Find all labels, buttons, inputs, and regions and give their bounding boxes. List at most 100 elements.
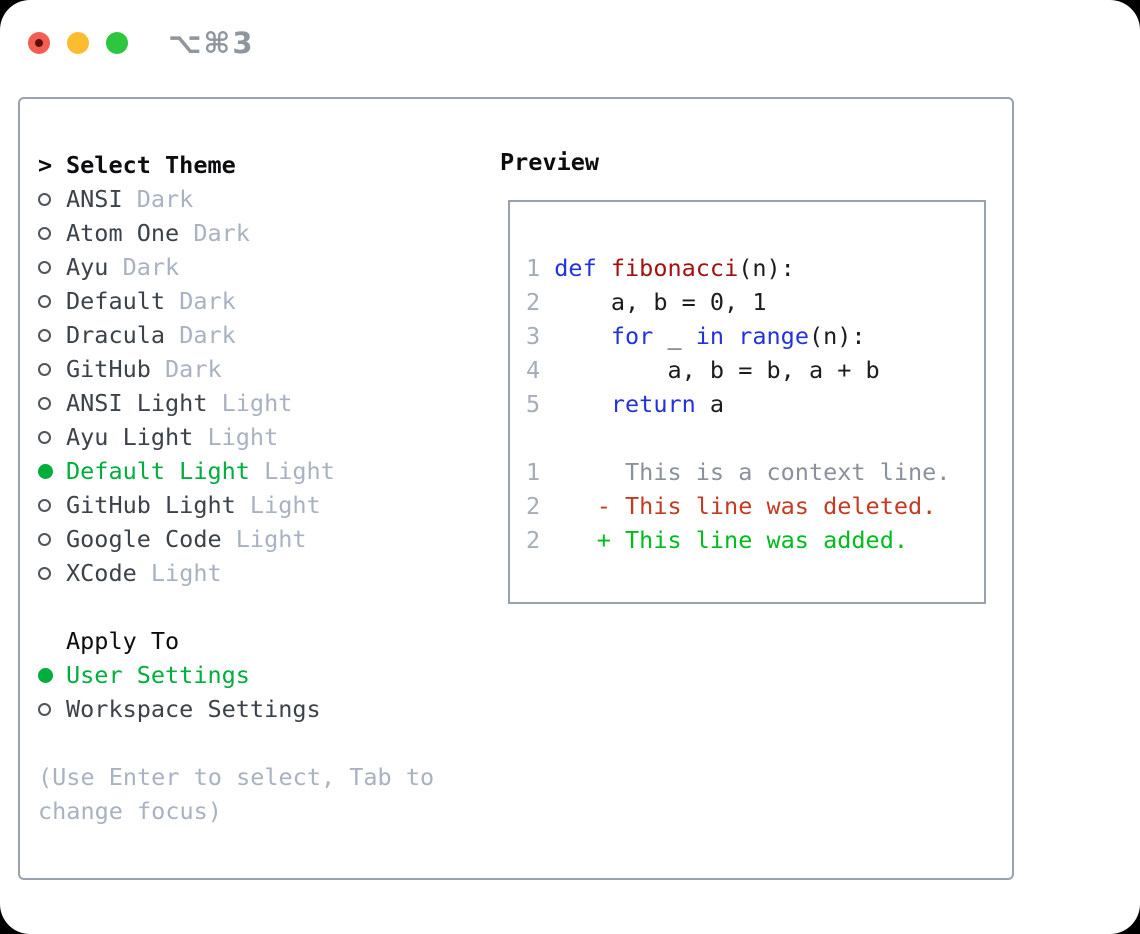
theme-name: Ayu (66, 253, 109, 281)
radio-marker (38, 463, 66, 479)
help-text-line-1: (Use Enter to select, Tab to (38, 763, 435, 791)
theme-variant: Dark (122, 185, 194, 213)
code-segment: for (610, 322, 654, 350)
code-segment: def (554, 254, 597, 282)
radio-icon (38, 294, 51, 308)
theme-picker-panel: > Select Theme ANSI Dark Atom One Dark A… (18, 97, 1014, 880)
radio-icon (38, 702, 51, 716)
close-button[interactable] (28, 32, 50, 54)
line-number (526, 421, 554, 455)
radio-marker (38, 362, 66, 376)
zoom-button[interactable] (106, 32, 128, 54)
apply-option-label: Workspace Settings (66, 695, 321, 723)
select-theme-title: Select Theme (66, 151, 236, 179)
radio-icon (38, 362, 51, 376)
radio-icon (38, 226, 51, 240)
radio-icon (38, 260, 51, 274)
code-segment: a, b = 0, 1 (554, 288, 767, 316)
theme-name: ANSI Light (66, 389, 208, 417)
line-number: 1 (526, 254, 541, 282)
theme-variant: Dark (108, 253, 180, 281)
theme-option[interactable]: XCode Light (38, 556, 434, 590)
line-number: 5 (526, 390, 541, 418)
theme-name: Google Code (66, 525, 222, 553)
radio-icon (38, 396, 51, 410)
theme-options: ANSI Dark Atom One Dark Ayu Dark Default… (38, 182, 434, 590)
radio-marker (38, 260, 66, 274)
select-theme-header: > Select Theme (38, 148, 434, 182)
theme-name: Ayu Light (66, 423, 194, 451)
line-number: 3 (526, 322, 541, 350)
theme-variant: Dark (179, 219, 250, 247)
theme-variant: Light (221, 525, 307, 553)
code-segment (724, 319, 738, 353)
theme-name: ANSI (66, 185, 123, 213)
line-number: 1 (526, 458, 541, 486)
theme-option[interactable]: GitHub Dark (38, 352, 434, 386)
code-segment: _ (653, 322, 696, 350)
code-line: 2 a, b = 0, 1 (526, 285, 984, 319)
code-segment: (n): (738, 254, 795, 282)
radio-icon (38, 667, 53, 683)
theme-name: Dracula (66, 321, 166, 349)
theme-name: Atom One (66, 219, 180, 247)
theme-option[interactable]: Google Code Light (38, 522, 434, 556)
radio-icon (38, 498, 51, 512)
code-segment: fibonacci (610, 254, 739, 282)
theme-option[interactable]: Default Light Light (38, 454, 434, 488)
theme-option[interactable]: ANSI Dark (38, 182, 434, 216)
theme-variant: Dark (150, 355, 222, 383)
code-line: 1 This is a context line. (526, 455, 984, 489)
theme-option[interactable]: Dracula Dark (38, 318, 434, 352)
code-segment: range (738, 322, 809, 350)
minimize-button[interactable] (67, 32, 89, 54)
code-line (526, 421, 984, 455)
theme-option[interactable]: Ayu Dark (38, 250, 434, 284)
theme-option[interactable]: GitHub Light Light (38, 488, 434, 522)
section-gap (38, 726, 434, 760)
code-line: 2 - This line was deleted. (526, 489, 984, 523)
theme-name: GitHub (66, 355, 151, 383)
code-line: 2 + This line was added. (526, 523, 984, 557)
theme-variant: Dark (165, 287, 236, 315)
theme-option[interactable]: Default Dark (38, 284, 434, 318)
theme-name: XCode (66, 559, 137, 587)
radio-marker (38, 532, 66, 546)
line-number: 2 (526, 492, 541, 520)
radio-marker (38, 566, 66, 580)
theme-option[interactable]: Ayu Light Light (38, 420, 434, 454)
code-segment: a, b = b, a + b (554, 356, 880, 384)
help-text-line-2: change focus) (38, 797, 222, 825)
theme-option[interactable]: Atom One Dark (38, 216, 434, 250)
code-line: 4 a, b = b, a + b (526, 353, 984, 387)
radio-marker (38, 226, 66, 240)
code-segment (554, 319, 611, 353)
radio-marker (38, 430, 66, 444)
code-segment: (n): (808, 322, 866, 350)
theme-option[interactable]: ANSI Light Light (38, 386, 434, 420)
line-number: 2 (526, 526, 541, 554)
radio-icon (38, 430, 51, 444)
code-segment: - This line was deleted. (554, 492, 937, 520)
titlebar: ⌥⌘3 (28, 26, 255, 60)
apply-to-header: Apply To (38, 624, 434, 658)
radio-marker (38, 396, 66, 410)
code-segment: return (610, 390, 696, 418)
code-line: 5 return a (526, 387, 984, 421)
window-title-shortcut: ⌥⌘3 (168, 26, 255, 60)
apply-to-options: User Settings Workspace Settings (38, 658, 434, 726)
apply-to-option[interactable]: Workspace Settings (38, 692, 434, 726)
code-line: 1 def fibonacci(n): (526, 251, 984, 285)
code-segment: a (695, 390, 725, 418)
radio-marker (38, 667, 66, 683)
apply-to-option[interactable]: User Settings (38, 658, 434, 692)
cursor-icon: > (38, 151, 53, 179)
line-number: 2 (526, 288, 541, 316)
code-segment: This is a context line. (554, 458, 951, 486)
radio-icon (38, 463, 53, 479)
code-segment: in (695, 322, 725, 350)
apply-to-title: Apply To (66, 627, 180, 655)
